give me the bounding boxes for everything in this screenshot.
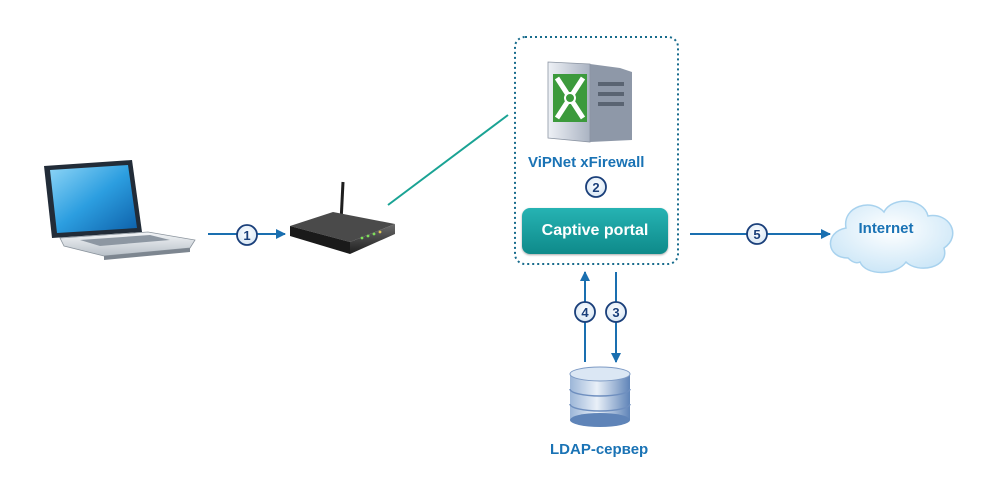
step-badge-4: 4 xyxy=(574,301,596,323)
internet-label: Internet xyxy=(858,220,913,237)
firewall-boundary xyxy=(514,36,679,265)
database-icon xyxy=(569,366,631,427)
step-badge-2: 2 xyxy=(585,176,607,198)
cloud-icon: Internet xyxy=(829,200,954,274)
step-badge-1: 1 xyxy=(236,224,258,246)
svg-text:4: 4 xyxy=(581,305,589,320)
step-badge-3: 3 xyxy=(605,301,627,323)
captive-portal-box: Captive portal xyxy=(522,208,668,254)
router-icon xyxy=(290,181,395,254)
step-badge-5: 5 xyxy=(746,223,768,245)
ldap-server-label: LDAP-сервер xyxy=(550,441,649,458)
captive-portal-label: Captive portal xyxy=(541,222,649,239)
svg-text:2: 2 xyxy=(592,180,599,195)
firewall-server-icon xyxy=(547,61,632,143)
svg-text:5: 5 xyxy=(753,227,760,242)
svg-text:1: 1 xyxy=(243,228,250,243)
router-firewall-link xyxy=(387,114,509,206)
firewall-label: ViPNet xFirewall xyxy=(528,154,645,171)
laptop-icon xyxy=(44,160,196,260)
svg-text:3: 3 xyxy=(612,305,619,320)
